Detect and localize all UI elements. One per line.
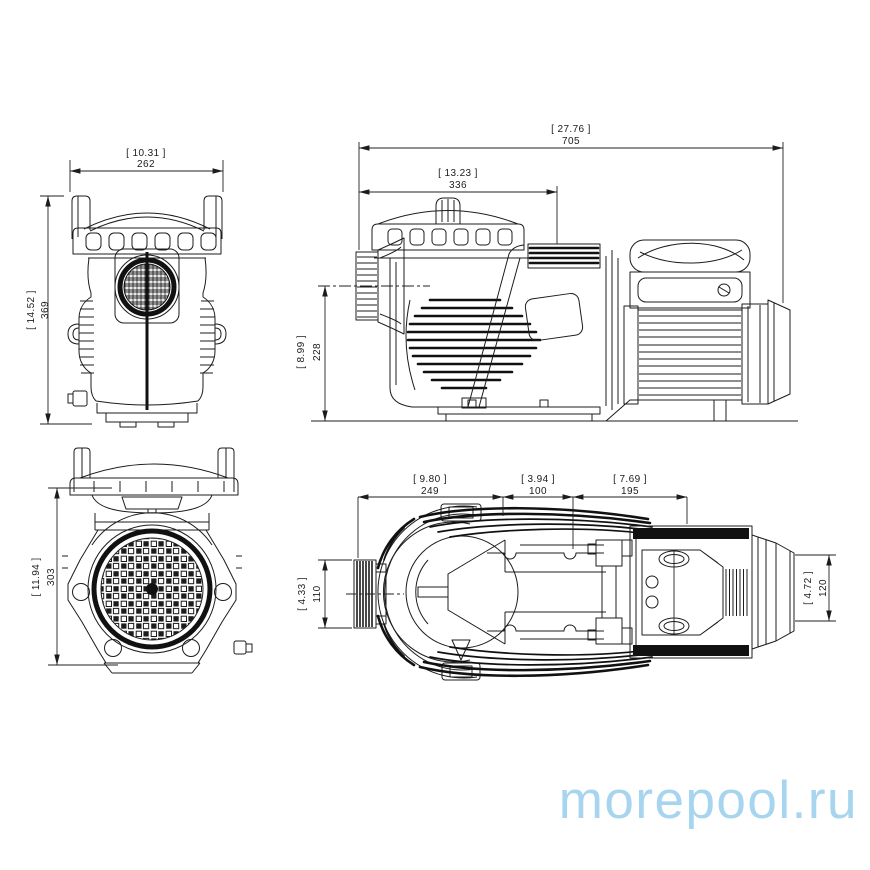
side-view	[311, 197, 798, 422]
motor-end-cap	[751, 534, 795, 650]
fan-grille	[87, 524, 217, 654]
drain-plug	[233, 640, 247, 655]
dim-label-in: [ 4.72 ]	[803, 571, 814, 605]
dim-top-inlet-width: [ 4.33 ] 110	[297, 559, 352, 629]
nameplate	[524, 292, 584, 342]
top-view	[346, 503, 795, 681]
rear-view	[62, 447, 253, 674]
dim-label-mm: 262	[137, 159, 155, 170]
dim-top-motor-length: [ 7.69 ] 195	[573, 474, 688, 524]
watermark: morepool.ru	[558, 771, 858, 830]
dim-label-in: [ 11.94 ]	[31, 558, 42, 597]
dim-label-mm: 369	[40, 301, 51, 319]
terminal-box	[629, 239, 751, 309]
dim-label-mm: 120	[818, 579, 829, 597]
dim-top-motor-width: [ 4.72 ] 120	[795, 554, 836, 622]
front-view	[67, 195, 227, 428]
dim-label-mm: 303	[46, 568, 57, 586]
dim-side-inlet-height: [ 8.99 ] 228	[296, 286, 328, 421]
dim-top-strainer-length: [ 9.80 ] 249	[357, 474, 504, 558]
strainer-lid	[371, 197, 525, 251]
dim-label-mm: 228	[312, 343, 323, 361]
dim-label-in: [ 4.33 ]	[297, 577, 308, 611]
dim-label-in: [ 7.69 ]	[613, 474, 647, 485]
dim-label-mm: 110	[312, 585, 323, 602]
dim-label-mm: 100	[529, 486, 547, 497]
motor-top	[621, 525, 753, 659]
discharge-port	[527, 243, 601, 269]
dim-label-mm: 705	[562, 136, 580, 147]
dim-label-in: [ 9.80 ]	[413, 474, 447, 485]
inlet-port-top	[346, 559, 404, 629]
dim-rear-height: [ 11.94 ] 303	[31, 487, 118, 666]
dim-label-mm: 195	[621, 486, 639, 497]
dim-side-overall-length: [ 27.76 ] 705	[358, 124, 784, 303]
dim-front-width: [ 10.31 ] 262	[69, 148, 224, 192]
drain-plug	[72, 390, 88, 407]
dim-label-in: [ 3.94 ]	[521, 474, 555, 485]
dim-label-in: [ 14.52 ]	[26, 290, 37, 330]
dim-top-coupling-length: [ 3.94 ] 100	[503, 474, 574, 549]
dim-front-height: [ 14.52 ] 369	[26, 195, 92, 425]
dim-label-in: [ 8.99 ]	[296, 335, 307, 369]
motor-body	[623, 299, 791, 405]
dim-label-in: [ 10.31 ]	[126, 148, 166, 159]
dim-label-in: [ 13.23 ]	[438, 168, 478, 179]
dim-side-strainer-length: [ 13.23 ] 336	[359, 168, 558, 244]
dim-label-in: [ 27.76 ]	[551, 124, 591, 135]
dim-label-mm: 249	[421, 486, 439, 497]
dim-label-mm: 336	[449, 180, 467, 191]
